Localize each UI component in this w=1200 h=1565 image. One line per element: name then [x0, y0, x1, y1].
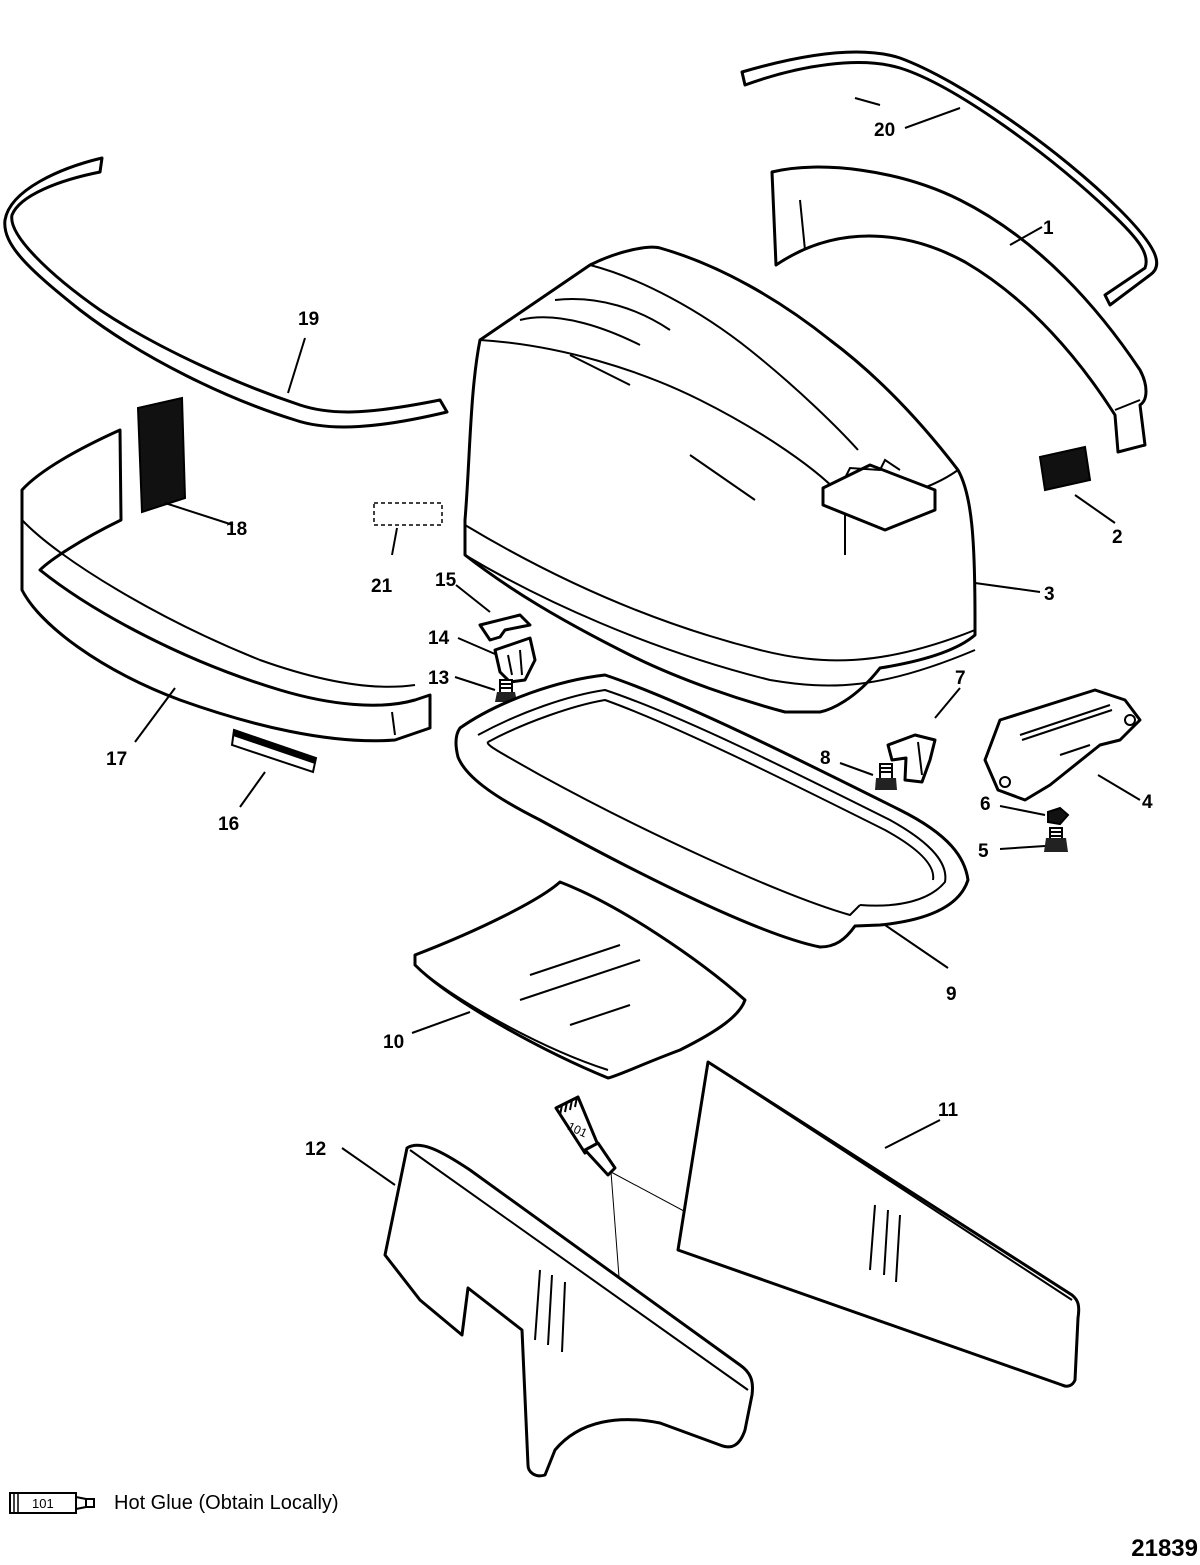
glue-tube-icon: 101	[554, 1095, 711, 1291]
callout-4: 4	[1142, 792, 1153, 813]
callout-21: 21	[371, 576, 393, 597]
part-4-bracket	[983, 688, 1142, 802]
callout-5: 5	[978, 841, 989, 862]
callout-11: 11	[938, 1100, 959, 1121]
callout-12: 12	[305, 1139, 326, 1160]
callout-19: 19	[298, 309, 319, 330]
part-20-trim-strip	[740, 50, 1159, 307]
callout-9: 9	[946, 984, 957, 1005]
part-10-pad	[413, 880, 747, 1080]
part-1-rear-panel	[770, 165, 1148, 454]
part-14-latch-bracket	[493, 636, 537, 684]
part-7-latch-hook	[886, 733, 937, 784]
callout-1: 1	[1043, 218, 1054, 239]
leader-lines	[134, 97, 1141, 1186]
part-6-nut	[1047, 806, 1070, 826]
part-16-decal	[230, 728, 318, 774]
legend-tube-label: 101	[32, 1496, 54, 1511]
part-18-decal	[136, 396, 187, 514]
callout-13: 13	[428, 668, 449, 689]
part-9-seal	[454, 673, 970, 949]
callout-7: 7	[955, 668, 966, 689]
callout-6: 6	[980, 794, 991, 815]
callout-10: 10	[383, 1032, 404, 1053]
part-17-front-panel	[20, 428, 432, 743]
callout-16: 16	[218, 814, 239, 835]
callout-8: 8	[820, 748, 831, 769]
part-15-clip	[478, 613, 532, 642]
part-2-decal	[1038, 445, 1092, 492]
part-5-bolt	[1044, 827, 1068, 852]
part-3-top-cowl	[463, 245, 977, 714]
callout-20: 20	[874, 120, 895, 141]
part-19-trim-strip	[3, 156, 449, 429]
part-8-screw	[875, 763, 897, 790]
callout-2: 2	[1112, 527, 1123, 548]
callout-3: 3	[1044, 584, 1055, 605]
glue-tube-legend-icon: 101	[9, 1492, 95, 1514]
part-12-side-pad	[383, 1143, 754, 1478]
part-21-decal-location	[373, 502, 443, 526]
callout-14: 14	[428, 628, 450, 649]
callout-18: 18	[226, 519, 247, 540]
legend-text: Hot Glue (Obtain Locally)	[114, 1491, 339, 1514]
part-11-side-pad	[676, 1060, 1081, 1388]
callout-labels: 20 1 2 3 4 5 6 7 8 9 10 11 12 13 14 15 1…	[106, 120, 1153, 1160]
figure-number: 21839	[1131, 1535, 1198, 1562]
legend: 101 Hot Glue (Obtain Locally)	[8, 1489, 339, 1517]
callout-15: 15	[435, 570, 457, 591]
callout-17: 17	[106, 749, 127, 770]
